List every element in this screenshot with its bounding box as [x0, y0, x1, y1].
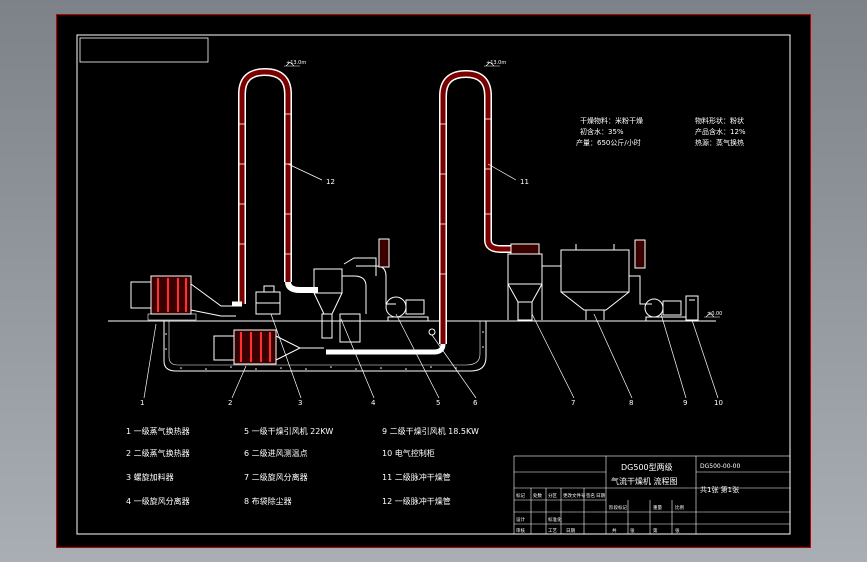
tb-field: 标准化 — [548, 516, 562, 523]
spec-capacity: 产量：650公斤/小时 — [576, 138, 641, 147]
callout-12: 12 — [326, 178, 335, 186]
spec-heat-source: 热源：蒸气换热 — [695, 138, 744, 147]
callout-6: 6 — [473, 399, 478, 407]
bag-filter — [542, 244, 630, 320]
drawing-title-line2: 气流干燥机 流程图 — [611, 476, 678, 486]
drawing-number: DG500-00-00 — [700, 463, 741, 470]
tb-field: 标记 — [516, 492, 525, 499]
second-stage-induced-fan — [629, 239, 687, 322]
callout-3: 3 — [298, 399, 302, 407]
temperature-point — [428, 328, 436, 336]
title-block-text: DG500型两级 气流干燥机 流程图 DG500-00-00 共1张 第1张 标… — [516, 462, 741, 534]
tb-field: 日期 — [566, 528, 575, 534]
first-stage-induced-fan — [356, 238, 429, 322]
ground-mark: ±0.00 — [707, 311, 722, 317]
elevation-right: +13.0m — [486, 60, 506, 66]
callout-11: 11 — [520, 178, 529, 186]
tb-field: 分区 — [548, 492, 557, 499]
tb-field: 更改文件号 — [563, 492, 586, 499]
tb-field: 共 — [612, 527, 617, 534]
drawing-title-line1: DG500型两级 — [621, 462, 673, 472]
elevation-left: +13.0m — [286, 60, 306, 66]
legend-item: 4 一级旋风分离器 — [126, 496, 190, 506]
spec-notes: 干燥物料：米粉干燥 物料形状：粉状 初含水：35% 产品含水：12% 产量：65… — [576, 116, 746, 147]
electric-control-cabinet — [685, 295, 699, 321]
callout-9: 9 — [683, 399, 687, 407]
legend-item: 6 二级进风测温点 — [244, 448, 308, 458]
tb-field: 签名 — [586, 492, 595, 499]
screw-feeder — [255, 285, 281, 315]
tb-field: 日期 — [596, 493, 605, 499]
leader-lines — [143, 163, 719, 399]
sheet-info: 共1张 第1张 — [700, 485, 739, 494]
second-stage-pulse-drying-tube — [326, 69, 516, 355]
legend-item: 10 电气控制柜 — [382, 448, 435, 458]
title-block — [513, 455, 791, 535]
callout-1: 1 — [140, 399, 144, 407]
drawing-sheet: +13.0m +13.0m ±0.00 1 2 3 4 5 6 7 8 9 10… — [56, 14, 811, 548]
second-stage-steam-heat-exchanger — [213, 329, 324, 365]
tb-field: 工艺 — [548, 528, 557, 534]
first-stage-pulse-drying-tube — [232, 67, 318, 307]
tb-field: 重量 — [653, 504, 662, 511]
first-stage-cyclone — [313, 257, 377, 343]
parts-legend: 1 一级蒸气换热器 2 二级蒸气换热器 3 螺旋加料器 4 一级旋风分离器 5 … — [126, 426, 479, 506]
tb-field: 比例 — [675, 504, 684, 511]
callouts: 1 2 3 4 5 6 7 8 9 10 11 12 — [140, 178, 723, 407]
tb-field: 审核 — [516, 527, 525, 534]
legend-item: 11 二级脉冲干燥管 — [382, 472, 451, 482]
callout-4: 4 — [371, 399, 376, 407]
legend-item: 2 二级蒸气换热器 — [126, 448, 190, 458]
legend-item: 3 螺旋加料器 — [126, 472, 174, 482]
tb-field: 张 — [675, 527, 680, 534]
callout-7: 7 — [571, 399, 575, 407]
tb-field: 处数 — [533, 492, 542, 499]
tb-field: 张 — [630, 527, 635, 534]
legend-item: 9 二级干燥引风机 18.5KW — [382, 426, 479, 436]
process-flow-diagram: +13.0m +13.0m ±0.00 1 2 3 4 5 6 7 8 9 10… — [76, 34, 791, 535]
tb-field: 第 — [653, 527, 658, 534]
elevation-markers: +13.0m +13.0m ±0.00 — [284, 60, 722, 318]
spec-material: 干燥物料：米粉干燥 — [580, 116, 643, 125]
spec-initial-moisture: 初含水：35% — [580, 127, 624, 136]
legend-item: 1 一级蒸气换热器 — [126, 426, 190, 436]
spec-product-moisture: 产品含水：12% — [695, 127, 746, 136]
callout-2: 2 — [228, 399, 232, 407]
legend-item: 12 一级脉冲干燥管 — [382, 496, 451, 506]
legend-item: 7 二级旋风分离器 — [244, 472, 308, 482]
legend-item: 8 布袋除尘器 — [244, 496, 292, 506]
tb-field: 设计 — [516, 516, 525, 523]
first-stage-steam-heat-exchanger — [130, 275, 236, 321]
callout-8: 8 — [629, 399, 633, 407]
tb-field: 阶段标记 — [609, 504, 627, 511]
second-stage-cyclone — [507, 243, 543, 321]
inner-border — [76, 34, 791, 535]
callout-5: 5 — [436, 399, 440, 407]
legend-item: 5 一级干燥引风机 22KW — [244, 426, 333, 436]
reverse-title-box — [79, 37, 209, 63]
spec-shape: 物料形状：粉状 — [695, 116, 744, 125]
callout-10: 10 — [714, 399, 723, 407]
